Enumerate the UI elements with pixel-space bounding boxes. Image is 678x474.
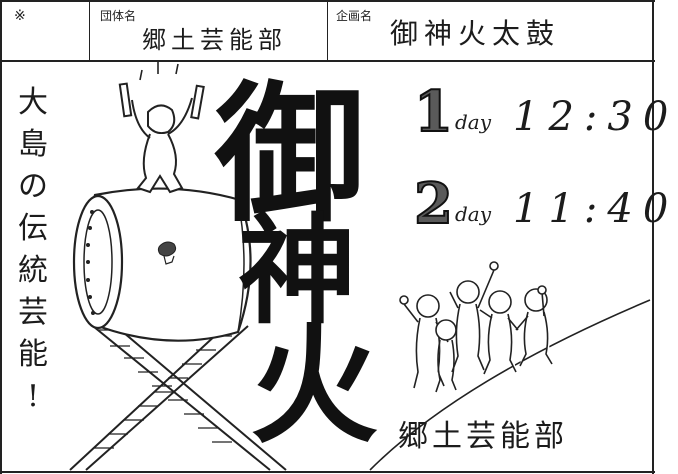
day-word: day <box>454 110 491 134</box>
project-name-label: 企画名 <box>336 9 373 23</box>
cheering-crowd-illustration <box>399 261 553 393</box>
group-name-value: 郷土芸能部 <box>142 26 287 54</box>
schedule-row-day-1: 1 day 12:30 <box>413 79 678 145</box>
main-title-char-3: 火 <box>250 311 379 461</box>
side-tagline: 大 島 の 伝 統 芸 能 ! <box>14 82 52 418</box>
illustration <box>69 62 651 471</box>
group-name-label: 団体名 <box>100 9 137 23</box>
header-divider <box>0 60 655 62</box>
side-char: 芸 <box>18 295 48 330</box>
main-title-char-1: 御 <box>215 67 366 243</box>
side-char: 島 <box>18 127 48 162</box>
side-char: ! <box>26 379 40 414</box>
hill-line-illustration <box>369 299 651 471</box>
day-number: 1 <box>413 79 454 145</box>
side-char: 大 <box>18 85 48 120</box>
taiko-drum-illustration <box>72 187 252 342</box>
note-mark: ※ <box>14 8 26 24</box>
side-char: 能 <box>18 337 48 372</box>
performance-time: 12:30 <box>513 94 678 140</box>
bottom-border <box>0 471 655 473</box>
main-title-char-2: 神 <box>238 201 357 340</box>
side-char: の <box>18 169 48 204</box>
header-cell-divider-2 <box>327 0 328 61</box>
schedule-row-day-2: 2 day 11:40 <box>413 171 678 237</box>
right-border <box>652 0 654 474</box>
header-cell-divider-1 <box>89 0 90 61</box>
side-char: 統 <box>18 253 48 288</box>
project-name-value: 御神火太鼓 <box>390 17 561 50</box>
performance-time: 11:40 <box>513 186 678 232</box>
footer-signature: 郷土芸能部 <box>398 419 568 454</box>
day-word: day <box>454 202 491 226</box>
day-number: 2 <box>413 171 454 237</box>
left-border <box>0 0 2 474</box>
side-char: 伝 <box>18 211 48 246</box>
drummer-figure-illustration <box>118 62 205 194</box>
